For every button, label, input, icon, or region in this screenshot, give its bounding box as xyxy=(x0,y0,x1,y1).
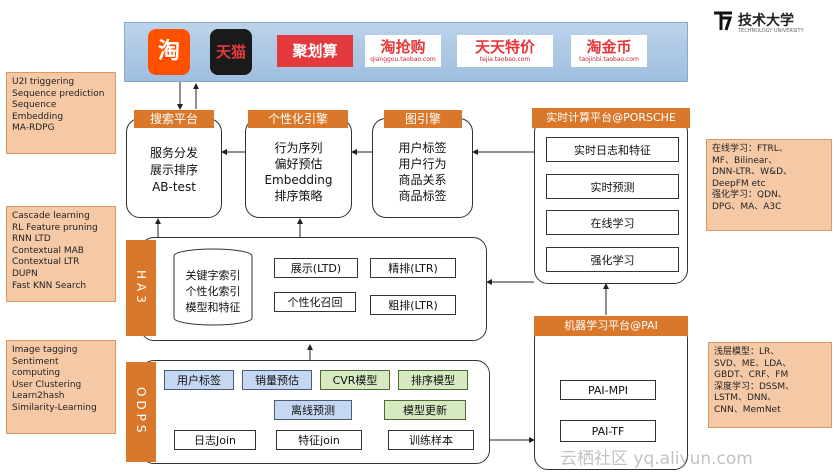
reinforcement-learning-box: 强化学习 xyxy=(546,247,679,272)
note-line: MF、Bilinear、 xyxy=(712,155,778,166)
note-line: Sequence xyxy=(12,100,57,111)
note-line: Fast KNN Search xyxy=(12,280,87,291)
note-line: DeepFM etc xyxy=(712,178,766,189)
personal-index-label: 个性化索引 xyxy=(185,285,241,298)
personal-engine-title: 个性化引擎 xyxy=(248,110,348,128)
behavior-sequence-label: 行为序列 xyxy=(274,141,323,155)
search-algorithms-note: U2I triggering Sequence prediction Seque… xyxy=(6,72,116,154)
note-line: MA-RDPG xyxy=(12,123,55,134)
note-line: Contextual MAB xyxy=(12,245,84,256)
graph-engine-title: 图引擎 xyxy=(384,110,462,128)
note-line: GBDT、CRF、FM xyxy=(714,370,789,381)
item-relations-label: 商品关系 xyxy=(398,173,447,187)
training-samples-job: 训练样本 xyxy=(388,430,474,450)
note-line: Embedding xyxy=(12,111,64,122)
note-line: Learn2hash xyxy=(12,391,65,402)
online-learning-note: 在线学习：FTRL、 MF、Bilinear、 DNN-LTR、W&D、 Dee… xyxy=(706,139,832,231)
odps-label-text: ODPS xyxy=(134,387,148,437)
note-line: DNN-LTR、W&D、 xyxy=(712,167,793,178)
ha3-algorithms-note: Cascade learning RL Feature pruning RNN … xyxy=(6,206,116,302)
preference-estimate-label: 偏好预估 xyxy=(274,157,323,171)
brand-subtitle: TECHNOLOGY UNIVERSITY xyxy=(738,28,804,34)
pai-mpi-box: PAI-MPI xyxy=(560,380,656,400)
brand-mark-icon xyxy=(712,10,734,32)
item-tags-label: 商品标签 xyxy=(398,189,447,203)
note-line: SVD、ME、LDA、 xyxy=(714,358,792,369)
keyword-index-label: 关键字索引 xyxy=(185,269,241,282)
note-line: 浅层模型：LR、 xyxy=(714,347,780,357)
user-tags-label: 用户标签 xyxy=(398,141,447,155)
graph-engine-body: 用户标签 用户行为 商品关系 商品标签 xyxy=(372,132,473,212)
tmall-logo[interactable]: 天猫 xyxy=(210,29,252,75)
sales-forecast-job: 销量预估 xyxy=(242,370,312,390)
ha3-label: HA3 xyxy=(126,240,156,336)
note-line: computing xyxy=(12,368,61,379)
taobao-logo[interactable]: 淘 xyxy=(148,29,190,75)
personal-engine-body: 行为序列 偏好预估 Embedding 排序策略 xyxy=(245,132,352,212)
ha3-label-text: HA3 xyxy=(134,269,148,307)
note-line: CNN、MemNet xyxy=(714,404,781,415)
ab-test-label: AB-test xyxy=(152,179,196,194)
feature-join-job: 特征join xyxy=(276,430,362,450)
brand-name: 技术大学 xyxy=(738,13,794,29)
note-line: RNN LTD xyxy=(12,234,51,245)
juhuasuan-logo[interactable]: 聚划算 xyxy=(277,35,353,67)
tejia-logo[interactable]: 天天特价 tejia.taobao.com xyxy=(457,35,553,67)
coarse-rank-box: 粗排(LTR) xyxy=(370,295,456,315)
pai-tf-box: PAI-TF xyxy=(560,420,656,442)
porsche-title: 实时计算平台@PORSCHE xyxy=(532,108,690,128)
note-line: 强化学习：QDN、 xyxy=(712,190,787,201)
service-dispatch-label: 服务分发 xyxy=(149,145,198,160)
qianggou-logo[interactable]: 淘抢购 qianggou.taobao.com xyxy=(365,35,441,67)
note-line: LSTM、DNN、 xyxy=(714,393,777,404)
model-update-job: 模型更新 xyxy=(384,400,466,420)
note-line: Sequence prediction xyxy=(12,88,105,99)
note-line: DUPN xyxy=(12,268,38,279)
note-line: RL Feature pruning xyxy=(12,222,98,233)
personal-engine-panel xyxy=(245,118,352,218)
note-line: Cascade learning xyxy=(12,211,90,221)
display-ltd-box: 展示(LTD) xyxy=(274,258,358,278)
note-line: 在线学习：FTRL、 xyxy=(712,144,788,154)
brand-logo: 技术大学 TECHNOLOGY UNIVERSITY xyxy=(712,8,832,38)
note-line: Similarity-Learning xyxy=(12,402,97,413)
embedding-label: Embedding xyxy=(264,173,333,187)
ranking-model-job: 排序模型 xyxy=(398,370,468,390)
realtime-log-box: 实时日志和特征 xyxy=(546,137,679,162)
model-feature-label: 模型和特征 xyxy=(185,301,241,314)
odps-algorithms-note: Image tagging Sentiment computing User C… xyxy=(6,340,116,434)
cvr-model-job: CVR模型 xyxy=(320,370,390,390)
ranking-strategy-label: 排序策略 xyxy=(274,189,323,203)
model-types-note: 浅层模型：LR、 SVD、ME、LDA、 GBDT、CRF、FM 深度学习：DS… xyxy=(708,342,832,428)
realtime-predict-box: 实时预测 xyxy=(546,174,679,199)
search-platform-title: 搜索平台 xyxy=(134,110,214,128)
display-ranking-label: 展示排序 xyxy=(149,162,198,177)
note-line: U2I triggering xyxy=(12,77,75,87)
search-platform-body: 服务分发 展示排序 AB-test xyxy=(126,134,222,206)
log-join-job: 日志Join xyxy=(174,430,256,450)
fine-rank-box: 精排(LTR) xyxy=(370,258,456,278)
note-line: Image tagging xyxy=(12,345,78,355)
taojinbi-logo[interactable]: 淘金币 taojinbi.taobao.com xyxy=(571,35,647,67)
watermark: 云栖社区 yq.aliyun.com xyxy=(560,449,753,469)
note-line: DPG、MA、A3C xyxy=(712,201,782,212)
pai-title: 机器学习平台@PAI xyxy=(534,316,688,336)
note-line: Contextual LTR xyxy=(12,257,80,268)
online-learning-box: 在线学习 xyxy=(546,210,679,235)
personal-recall-box: 个性化召回 xyxy=(274,292,356,312)
note-line: 深度学习：DSSM、 xyxy=(714,381,795,392)
note-line: Sentiment xyxy=(12,356,59,367)
odps-label: ODPS xyxy=(126,362,156,462)
app-banner: 淘 天猫 聚划算 淘抢购 qianggou.taobao.com 天天特价 te… xyxy=(124,22,688,82)
index-cylinder: 关键字索引 个性化索引 模型和特征 xyxy=(172,248,254,328)
note-line: User Clustering xyxy=(12,379,82,390)
user-behavior-label: 用户行为 xyxy=(398,157,447,171)
user-tags-job: 用户标签 xyxy=(164,370,234,390)
offline-predict-job: 离线预测 xyxy=(274,400,352,420)
